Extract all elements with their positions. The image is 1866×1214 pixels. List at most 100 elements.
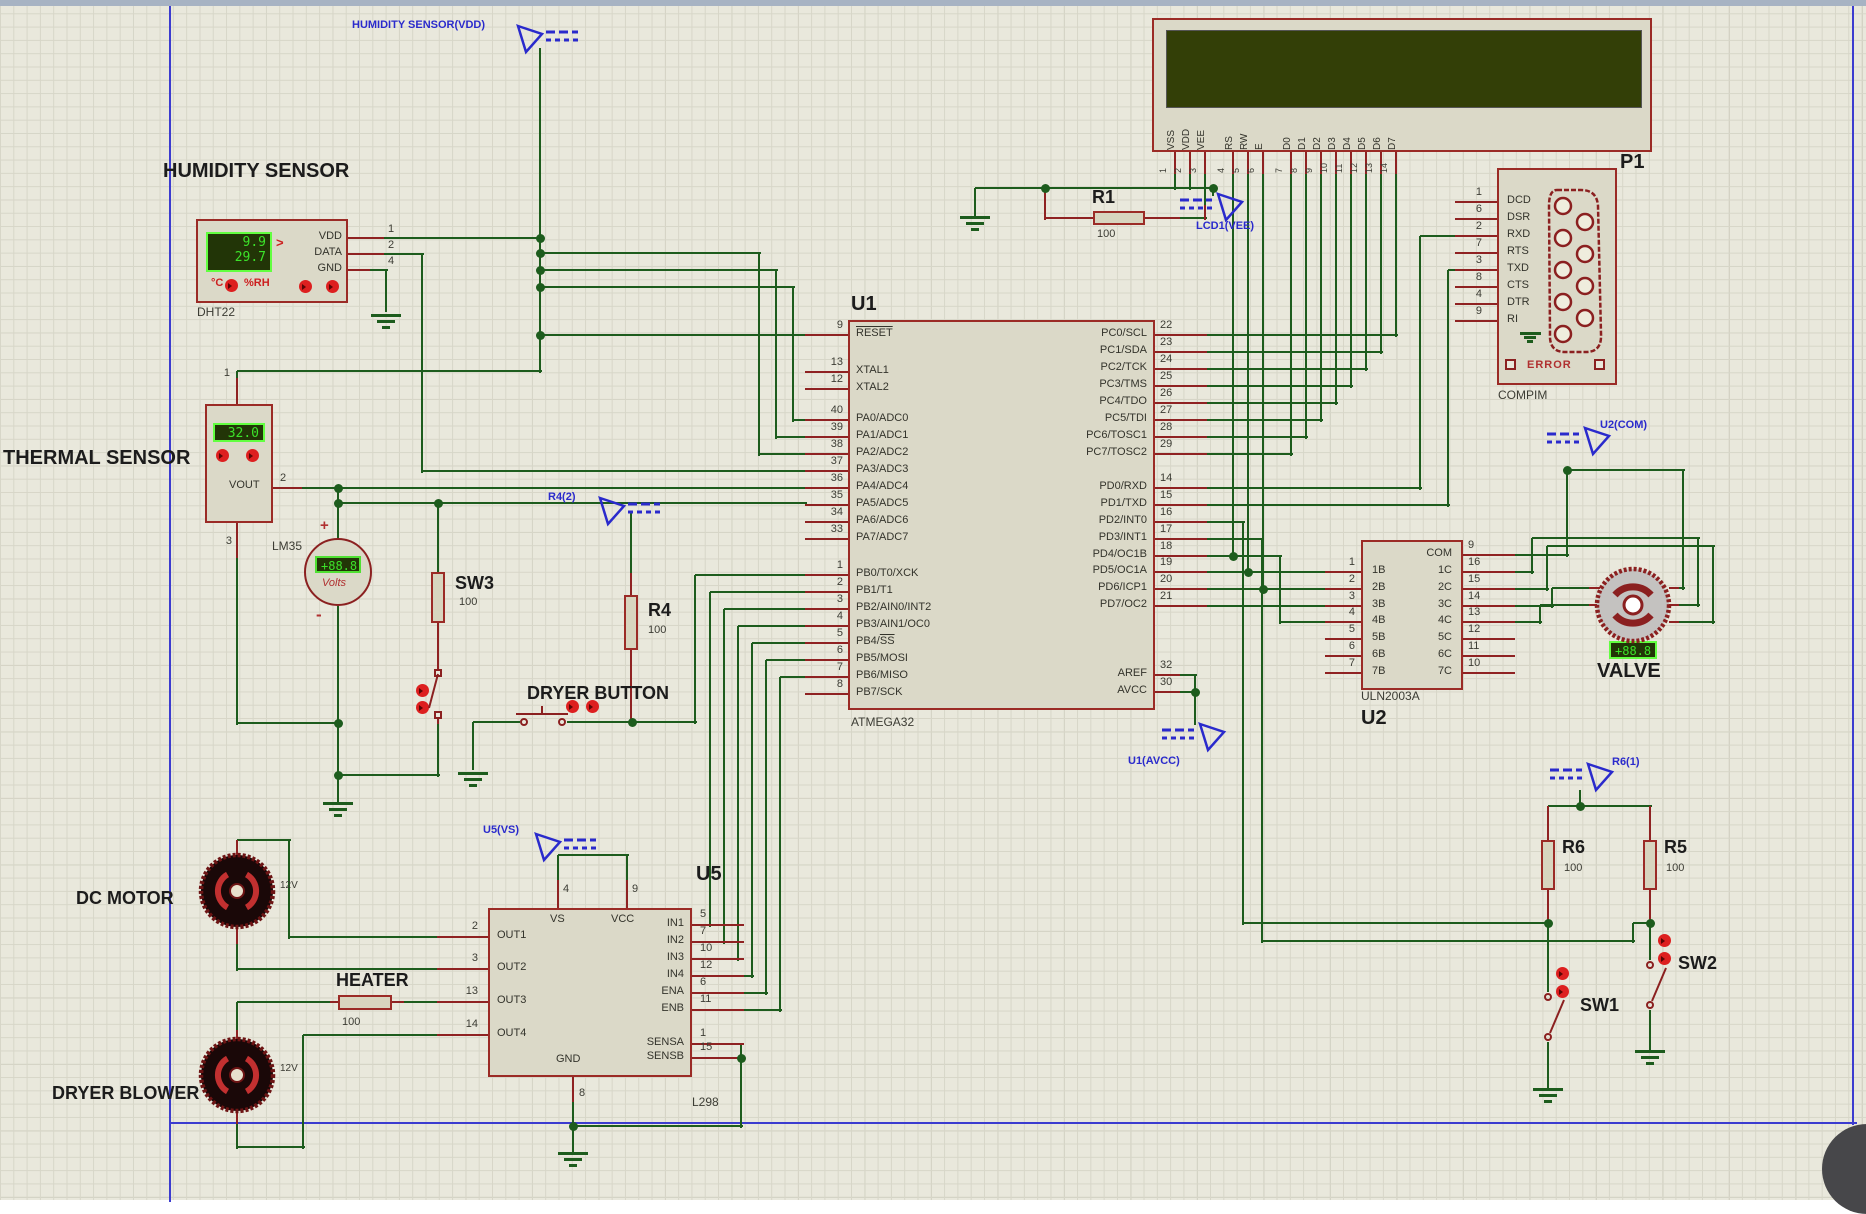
wire-segment [237,722,340,724]
pin-stub [805,436,850,438]
sim-adjust-icon[interactable] [1658,934,1671,947]
junction-dot [536,234,545,243]
pin-stub [805,693,850,695]
sim-adjust-icon[interactable] [416,701,429,714]
sim-adjust-icon[interactable] [326,280,339,293]
pin-stub [805,470,850,472]
wire-segment [402,1001,439,1003]
wire-segment [236,1002,238,1032]
pin-stub [1155,334,1207,336]
flag-label[interactable]: R6(1) [1612,756,1640,768]
resistor-r5[interactable] [1643,840,1657,890]
pin-stub [236,927,238,944]
pin-stub [236,1030,238,1042]
db9-connector-icon[interactable] [1543,184,1615,376]
resistor-heater[interactable] [338,995,392,1010]
wire-segment [724,608,807,610]
u2-uln2003a[interactable] [1361,540,1463,690]
pin-stub [1455,269,1499,271]
pin-label: PD7/OC2 [1099,598,1147,610]
flag-label[interactable]: U5(VS) [483,824,520,836]
power-flag-icon[interactable] [1178,190,1248,226]
switch-terminal[interactable] [434,711,442,719]
switch-terminal[interactable] [1646,1001,1654,1009]
pin-number: 23 [1160,336,1173,348]
pin-label: COM [1426,547,1452,559]
u5-l298[interactable] [488,908,692,1077]
humidity-sensor-title: HUMIDITY SENSOR [163,160,350,182]
u5-ref: U5 [696,863,722,885]
error-label: ERROR [1527,359,1572,371]
pin-stub [1649,890,1651,925]
wire-segment [737,626,739,961]
sim-adjust-icon[interactable] [566,700,579,713]
wire-segment [1174,172,1176,190]
flag-label[interactable]: HUMIDITY SENSOR(VDD) [352,19,486,31]
resistor-r4[interactable] [624,595,638,650]
sim-adjust-icon[interactable] [299,280,312,293]
pin-stub [692,975,744,977]
pin-stub [805,388,850,390]
ground-symbol [1544,1100,1552,1103]
flag-label[interactable]: U1(AVCC) [1128,755,1180,767]
pin-label: PB4/SS [856,635,895,647]
power-flag-icon[interactable] [532,830,602,866]
wire-segment [302,1035,304,1149]
power-flag-icon[interactable] [596,494,666,530]
sim-adjust-icon[interactable] [1556,985,1569,998]
power-flag-icon[interactable] [1548,760,1618,796]
pin-label: GND [556,1053,581,1065]
u1-atmega32[interactable] [848,320,1155,710]
sim-adjust-icon[interactable] [586,700,599,713]
pin-label: PB7/SCK [856,686,903,698]
switch-terminal[interactable] [1544,993,1552,1001]
pin-label: OUT2 [497,961,527,973]
junction-dot [1576,802,1585,811]
power-flag-icon[interactable] [514,22,584,58]
pin-stub [392,1001,404,1003]
sw2-label: SW2 [1678,953,1718,973]
valve-motor[interactable] [1593,565,1673,645]
pin-number: 15 [700,1041,713,1053]
sim-adjust-icon[interactable] [1658,952,1671,965]
u1-ref: U1 [851,293,877,315]
pin-stub [1155,402,1207,404]
pin-number: 26 [1160,387,1173,399]
pin-stub [805,538,850,540]
sim-adjust-icon[interactable] [416,684,429,697]
switch-terminal[interactable] [520,718,528,726]
flag-label[interactable]: U2(COM) [1600,419,1648,431]
pin-label: PD0/RXD [1099,480,1147,492]
wire-segment [540,286,795,288]
power-flag-icon[interactable] [1160,720,1230,756]
ground-symbol [971,228,979,231]
pin-stub [572,1077,574,1102]
wire-segment [1632,923,1634,943]
switch-terminal[interactable] [1544,1033,1552,1041]
switch-terminal[interactable] [558,718,566,726]
dc-motor[interactable] [197,851,277,931]
sim-adjust-icon[interactable] [1556,967,1569,980]
pin-stub [805,487,850,489]
pin-stub [1155,674,1180,676]
dryer-blower-motor[interactable] [197,1035,277,1115]
flag-label[interactable]: LCD1(VEE) [1196,220,1255,232]
pin-number: 11 [1468,640,1480,652]
pin-number: 1 [1475,186,1482,198]
switch-terminal[interactable] [1646,961,1654,969]
pin-label: DTR [1507,296,1530,308]
wire-segment [169,6,171,1202]
sim-adjust-icon[interactable] [216,449,229,462]
pin-label: PC7/TOSC2 [1086,446,1147,458]
flag-label[interactable]: R4(2) [548,491,576,503]
wire-segment [1677,604,1700,606]
sim-adjust-icon[interactable] [246,449,259,462]
pin-label: OUT1 [497,929,527,941]
resistor-sw3[interactable] [431,572,445,623]
resistor-r6[interactable] [1541,840,1555,890]
pin-label: 2B [1372,581,1386,593]
sim-adjust-icon[interactable] [225,279,238,292]
power-flag-icon[interactable] [1545,424,1615,460]
pin-label: 7C [1437,665,1452,677]
resistor-r1[interactable] [1093,211,1145,225]
